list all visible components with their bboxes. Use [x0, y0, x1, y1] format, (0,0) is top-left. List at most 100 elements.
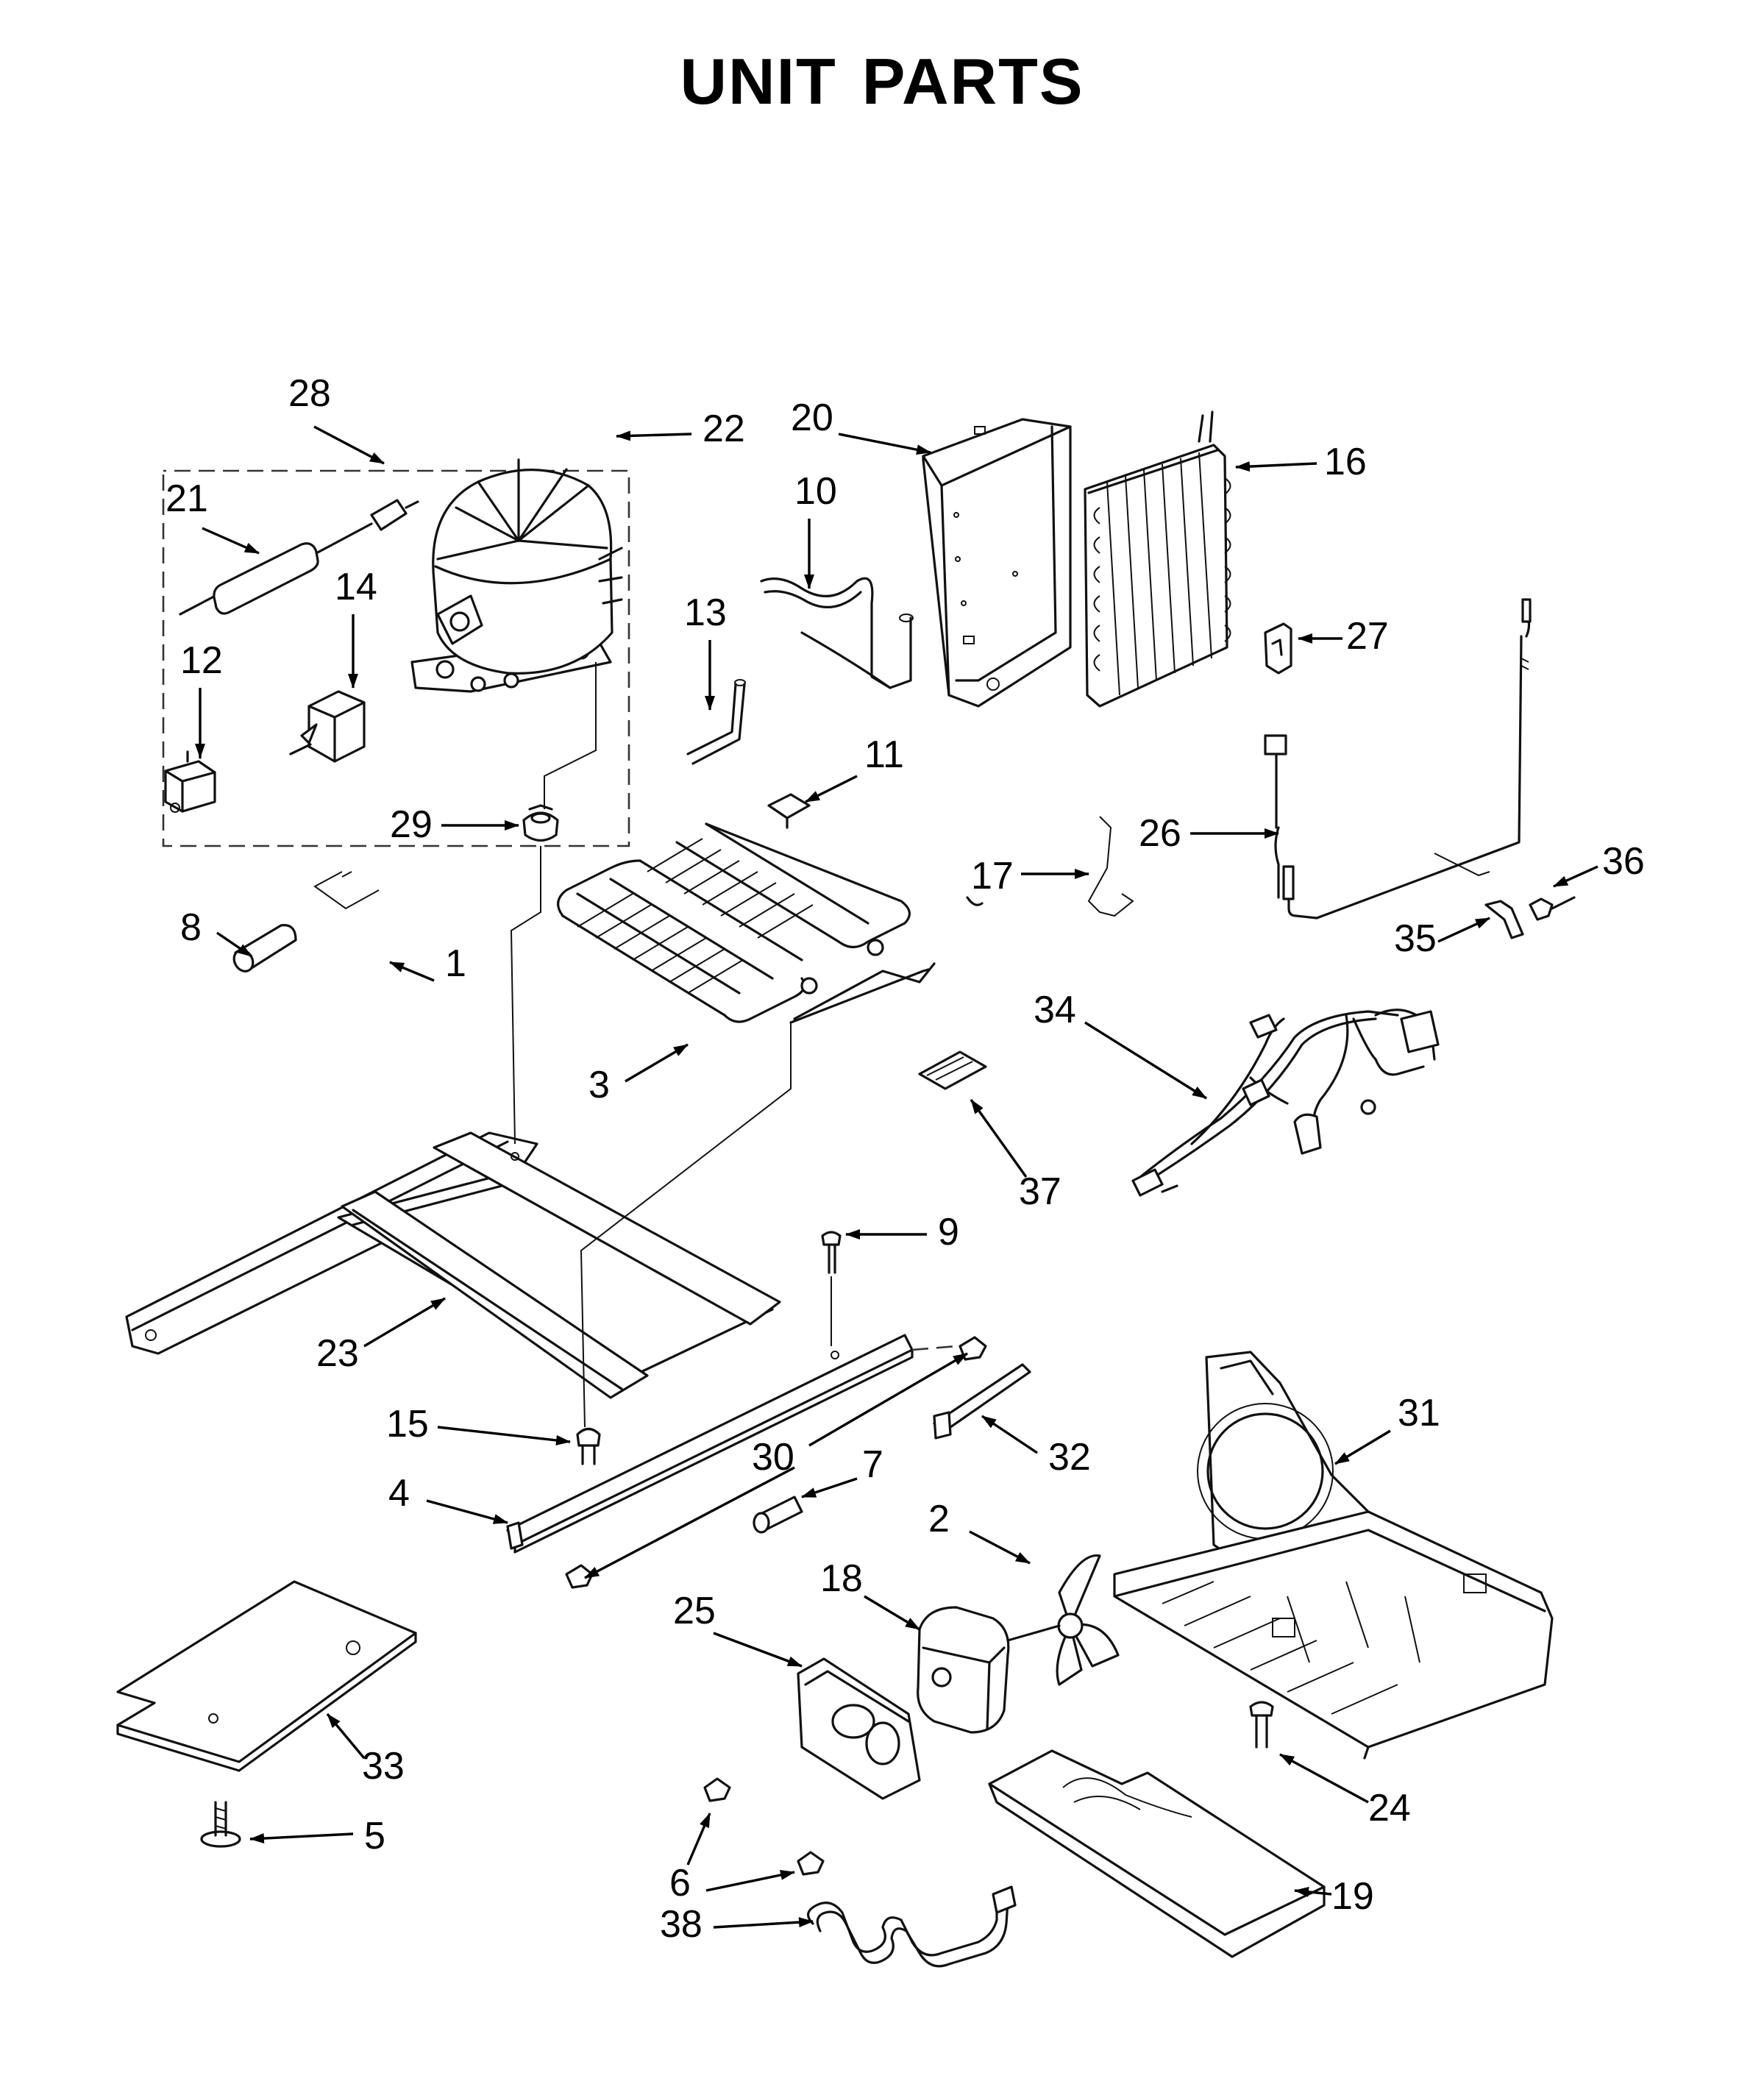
callout-25-leader — [713, 1632, 803, 1668]
callout-26: 26 — [1139, 812, 1279, 855]
callout-29: 29 — [390, 803, 519, 846]
callout-14-label: 14 — [335, 566, 377, 608]
callout-37-label: 37 — [1019, 1170, 1061, 1213]
grommet-drawing — [522, 804, 559, 842]
leveling-leg-drawing — [200, 1801, 241, 1848]
callout-19-label: 19 — [1331, 1875, 1374, 1918]
suction-tube-drawing — [760, 577, 914, 689]
callout-25: 25 — [673, 1590, 803, 1668]
screw-24-drawing — [1249, 1701, 1274, 1749]
callout-35-leader — [1437, 917, 1490, 943]
condenser-housing-drawing — [922, 418, 1072, 708]
callout-2-leader — [969, 1530, 1031, 1565]
callout-14: 14 — [335, 566, 377, 689]
callout-1-leader — [389, 961, 435, 982]
callout-20-label: 20 — [791, 396, 833, 439]
clip-drawing — [1264, 622, 1292, 675]
callout-23-leader — [363, 1297, 446, 1348]
callout-30: 30 — [584, 1352, 968, 1579]
title-word-1: UNIT — [680, 45, 837, 118]
callout-13: 13 — [684, 591, 727, 711]
compressor-kit-outline — [162, 469, 630, 847]
callout-6-leader-2 — [705, 1870, 795, 1892]
filter-drier-drawing — [179, 499, 419, 616]
strap-drawing — [933, 1363, 1031, 1440]
callout-4: 4 — [388, 1472, 508, 1524]
relay-drawing — [289, 690, 366, 763]
title-word-2: PARTS — [861, 45, 1084, 118]
callout-28-label: 28 — [288, 372, 331, 415]
bracket-small-drawing — [767, 793, 811, 829]
callout-5-label: 5 — [364, 1815, 385, 1857]
callout-16-label: 16 — [1324, 441, 1367, 483]
tube-drawing — [686, 679, 746, 765]
callout-15-label: 15 — [386, 1403, 429, 1445]
assembly-lines — [510, 662, 957, 1428]
callout-21: 21 — [166, 477, 260, 555]
fan-motor-drawing — [917, 1606, 1061, 1734]
wire-hanger-drawing — [1087, 816, 1134, 917]
callout-22-label: 22 — [703, 408, 745, 450]
callout-18-label: 18 — [820, 1557, 863, 1600]
control-board-drawing — [918, 1050, 987, 1090]
callout-32: 32 — [981, 1415, 1091, 1479]
fitting-drawing — [753, 1496, 803, 1534]
fan-blade-drawing — [1056, 1554, 1120, 1686]
callout-27-label: 27 — [1346, 615, 1389, 658]
callout-17: 17 — [971, 855, 1089, 897]
callout-10-label: 10 — [794, 470, 837, 513]
callout-37-leader — [970, 1099, 1028, 1178]
callout-1-label: 1 — [445, 942, 466, 985]
callout-24-label: 24 — [1368, 1787, 1411, 1829]
callout-31: 31 — [1334, 1392, 1440, 1465]
cover-plate-drawing — [116, 1580, 417, 1772]
callout-1: 1 — [389, 942, 466, 985]
callout-38-leader — [713, 1917, 814, 1929]
callout-2: 2 — [928, 1498, 1031, 1565]
callout-33-leader — [326, 1713, 366, 1760]
callout-21-leader — [202, 527, 260, 555]
callout-16-leader — [1235, 461, 1317, 472]
callout-11-leader — [805, 775, 858, 803]
callout-31-label: 31 — [1398, 1392, 1440, 1434]
callout-22: 22 — [616, 408, 745, 450]
callout-30-leader-2 — [584, 1466, 795, 1579]
screw-9-drawing — [821, 1231, 842, 1274]
callout-11: 11 — [805, 733, 904, 803]
callout-18: 18 — [820, 1557, 920, 1631]
screw-15-drawing — [576, 1427, 601, 1465]
callout-20: 20 — [791, 396, 931, 455]
callout-5-leader — [249, 1832, 354, 1844]
callout-38: 38 — [660, 1903, 814, 1946]
callout-34-label: 34 — [1034, 989, 1076, 1031]
callout-6-label: 6 — [669, 1862, 691, 1905]
callout-35: 35 — [1394, 917, 1490, 960]
callout-4-label: 4 — [388, 1472, 410, 1515]
callout-36-label: 36 — [1602, 840, 1645, 883]
callout-12: 12 — [180, 639, 223, 758]
callout-23: 23 — [316, 1297, 446, 1375]
callout-8-leader — [216, 931, 252, 958]
callout-12-label: 12 — [180, 639, 223, 682]
callout-23-label: 23 — [316, 1332, 359, 1375]
callout-19: 19 — [1294, 1875, 1374, 1918]
callout-25-label: 25 — [673, 1590, 716, 1632]
callout-33-label: 33 — [362, 1745, 405, 1788]
callout-10: 10 — [794, 470, 837, 589]
callout-16: 16 — [1235, 441, 1367, 483]
evaporator-coil-drawing — [557, 822, 984, 1024]
screw-6b-drawing — [797, 1851, 825, 1876]
callout-9: 9 — [845, 1211, 959, 1253]
callout-32-label: 32 — [1048, 1436, 1091, 1479]
callout-33: 33 — [326, 1713, 405, 1788]
callout-2-label: 2 — [928, 1498, 950, 1540]
callout-28-leader — [313, 425, 385, 465]
motor-bracket-drawing — [797, 1657, 921, 1800]
callout-24-leader — [1279, 1753, 1369, 1804]
main-wire-harness-drawing — [1131, 1009, 1440, 1197]
fan-shroud-drawing — [1113, 1351, 1554, 1760]
callout-6-leader — [686, 1813, 711, 1866]
callout-9-label: 9 — [938, 1211, 959, 1253]
callout-3: 3 — [588, 1043, 689, 1106]
screw-36-drawing — [1529, 896, 1576, 921]
